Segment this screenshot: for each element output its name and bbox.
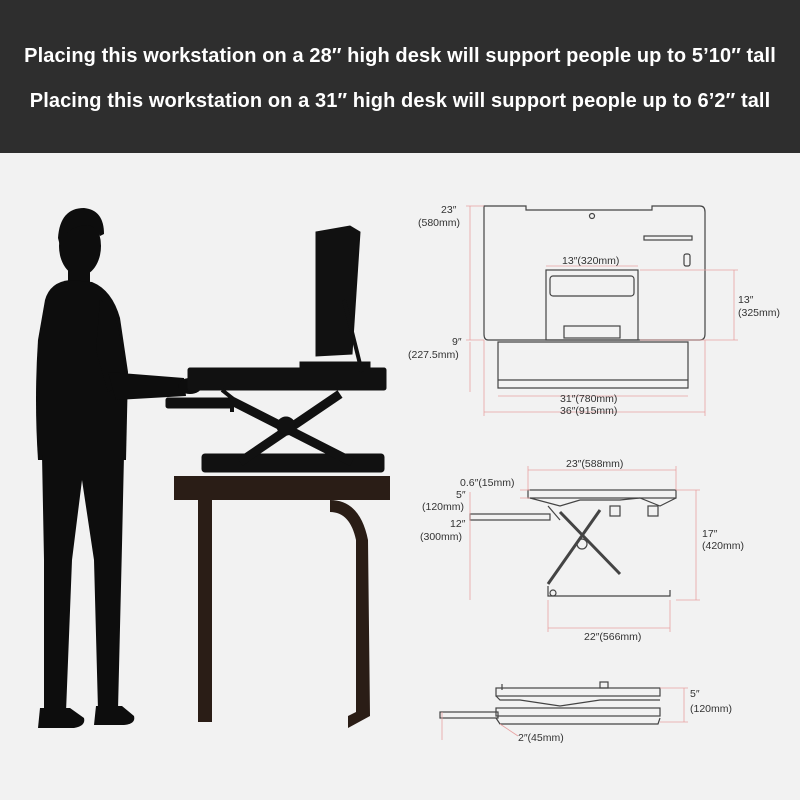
side-view-drawing (469, 489, 677, 597)
header-banner: Placing this workstation on a 28″ high d… (0, 0, 800, 153)
dim-folded-tray-drop: 2″(45mm) (518, 732, 564, 744)
top-view-dimension-lines (466, 205, 738, 416)
dim-side-tray-drop-in: 5″ (456, 489, 466, 501)
folded-view-drawing (439, 681, 661, 725)
top-view-drawing (483, 205, 706, 389)
dim-side-max-height-in: 17″ (702, 528, 718, 540)
folded-view-dimension-lines (441, 687, 688, 740)
dim-side-tray-height-mm: (300mm) (420, 531, 462, 543)
dim-keyboard-depth-in: 13″ (738, 294, 754, 306)
dim-top-depth-mm: (580mm) (418, 217, 460, 229)
dim-side-base-depth: 22″(566mm) (584, 631, 641, 643)
height-note-31-inch: Placing this workstation on a 31″ high d… (29, 90, 771, 112)
height-note-28-inch: Placing this workstation on a 28″ high d… (24, 45, 776, 67)
dim-width-inner: 31″(780mm) (560, 393, 617, 405)
standing-desk-converter (165, 225, 387, 473)
dim-tray-depth-mm: (227.5mm) (408, 349, 459, 361)
side-view-dimension-lines (469, 466, 700, 632)
dim-keyboard-width: 13″(320mm) (562, 255, 619, 267)
dim-side-top-depth: 23″(588mm) (566, 458, 623, 470)
dim-top-depth-in: 23″ (441, 204, 457, 216)
dim-side-thickness: 0.6″(15mm) (460, 477, 514, 489)
dim-tray-depth-in: 9″ (452, 336, 462, 348)
dim-side-tray-drop-mm: (120mm) (422, 501, 464, 513)
dim-folded-height-in: 5″ (690, 688, 700, 700)
dim-folded-height-mm: (120mm) (690, 703, 732, 715)
dim-side-tray-height-in: 12″ (450, 518, 466, 530)
dim-width-outer: 36″(915mm) (560, 405, 617, 417)
desk (174, 476, 390, 728)
dim-keyboard-depth-mm: (325mm) (738, 307, 780, 319)
person-silhouette (36, 208, 202, 728)
dim-side-max-height-mm: (420mm) (702, 540, 744, 552)
